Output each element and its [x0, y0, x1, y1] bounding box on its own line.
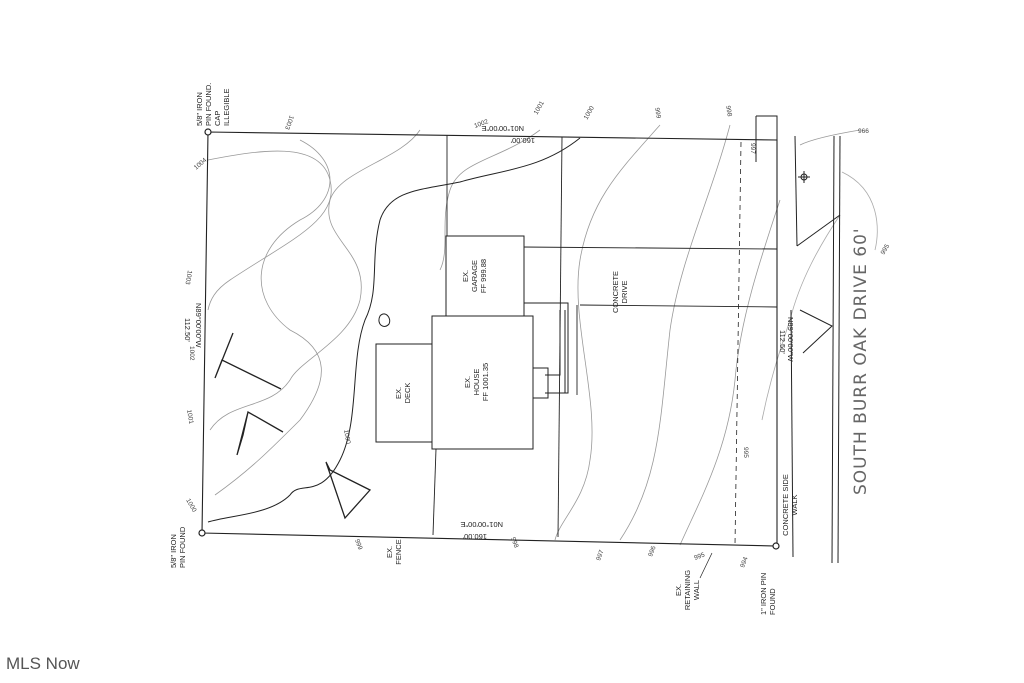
- driveway-top-edge: [521, 246, 778, 250]
- contour-label-997b: 997: [595, 549, 605, 562]
- contour-label-1002a: 1002: [473, 118, 489, 130]
- contour-label-998a: 998: [724, 105, 733, 117]
- contour-1001: [439, 129, 541, 271]
- contour-label-1004: 1004: [193, 157, 209, 172]
- contour-995-right: [841, 171, 878, 251]
- drive-label-2: DRIVE: [620, 281, 629, 304]
- contour-999: [554, 124, 661, 541]
- walk-inner: [545, 310, 561, 376]
- curb-diagonal: [796, 214, 841, 247]
- contour-lines-right: [761, 171, 878, 421]
- pin-top-left-line-2: PIN FOUND.: [204, 83, 213, 126]
- fence-label-1: EX.: [385, 546, 394, 558]
- contour-998: [619, 124, 731, 541]
- house-label-2: HOUSE: [472, 369, 481, 396]
- fence-line: [432, 448, 437, 536]
- contour-label-995a: 995: [880, 243, 892, 256]
- pond-shape: [378, 313, 391, 327]
- contour-label-998b: 998: [509, 536, 519, 549]
- top-bearing: N01°00'00"E: [481, 124, 524, 133]
- pin-bottom-left-line-2: PIN FOUND: [178, 526, 187, 568]
- garage-label-1: EX.: [461, 270, 470, 282]
- road-edge-1: [831, 135, 835, 564]
- wall-label-3: WALL: [692, 580, 701, 600]
- house-label-3: FF 1001.35: [481, 363, 490, 401]
- contour-label-995b: 995: [742, 447, 749, 458]
- pin-bottom-left-line-1: 5/8" IRON: [169, 534, 178, 568]
- road-label: SOUTH BURR OAK DRIVE 60': [851, 227, 871, 495]
- house-label-1: EX.: [463, 376, 472, 388]
- pin-bottom-right-line-2: FOUND: [768, 588, 777, 615]
- left-distance: 112.50': [183, 318, 192, 342]
- sidewalk-edge: [790, 309, 794, 558]
- contour-label-966: 966: [858, 128, 869, 135]
- feature-zigzag-1: [214, 332, 282, 390]
- contour-label-1000a: 1000: [583, 105, 596, 121]
- pin-top-left-line-1: 5/8" IRON: [195, 92, 204, 126]
- contour-label-999b: 999: [353, 538, 363, 551]
- road-edge-2: [837, 135, 841, 564]
- bottom-bearing: N01°00'00"E: [460, 520, 503, 529]
- wall-label-2: RETAINING: [683, 570, 692, 610]
- contour-label-1000b: 1000: [342, 429, 351, 445]
- curb-top: [794, 135, 798, 247]
- hydrant-icon: [798, 171, 810, 183]
- setback-line: [734, 141, 742, 546]
- pin-top-left-line-4: ILLEGIBLE: [222, 88, 231, 126]
- contour-label-997a: 997: [749, 143, 756, 154]
- wall-leader: [699, 552, 713, 579]
- bottom-distance: 160.00': [462, 532, 487, 541]
- wall-label-1: EX.: [674, 584, 683, 596]
- sidewalk-label-1: CONCRETE SIDE: [781, 474, 790, 536]
- right-distance: 112.50': [778, 330, 787, 354]
- walk-outline: [524, 302, 569, 394]
- feature-zigzag-3: [325, 461, 372, 520]
- house-bump: [532, 316, 549, 449]
- contour-997: [679, 199, 781, 546]
- contour-label-1002b: 1002: [188, 346, 195, 361]
- contour-label-995c: 995: [693, 551, 706, 561]
- contour-label-999a: 999: [653, 107, 662, 119]
- contour-label-1001b: 1001: [185, 409, 194, 425]
- curb-notch: [799, 309, 833, 354]
- driveway-bottom-edge: [579, 304, 778, 308]
- fence-label-2: FENCE: [394, 539, 403, 564]
- contour-label-1000c: 1000: [184, 498, 197, 514]
- contour-label-1003b: 1003: [183, 270, 192, 286]
- iron-pin-bottom-right: [772, 542, 780, 550]
- contour-1004: [207, 150, 332, 311]
- deck-label-1: EX.: [394, 387, 403, 399]
- contour-label-1003a: 1003: [283, 114, 295, 130]
- left-bearing: N89°00'00"W: [194, 303, 203, 349]
- contour-label-994: 994: [739, 556, 749, 569]
- garage-label-2: GARAGE: [470, 260, 479, 292]
- contour-1000: [207, 137, 581, 523]
- contour-996-right: [761, 214, 841, 421]
- pin-top-left-line-3: CAP: [213, 111, 222, 126]
- right-bearing: N89°00'00"W: [786, 317, 795, 363]
- wall-top: [756, 115, 778, 140]
- iron-pin-bottom-left: [198, 529, 206, 537]
- deck-footprint: [375, 343, 437, 443]
- deck-label-2: DECK: [403, 383, 412, 404]
- pin-bottom-right-line-1: 1" IRON PIN: [759, 573, 768, 615]
- mls-watermark: MLS Now: [6, 654, 80, 673]
- iron-pin-top-left: [204, 128, 212, 136]
- drive-label-1: CONCRETE: [611, 271, 620, 313]
- top-distance: 160.00': [510, 136, 535, 145]
- contour-1002: [209, 129, 421, 431]
- feature-zigzag-2: [236, 410, 284, 456]
- garage-label-3: FF 999.88: [479, 259, 488, 293]
- sidewalk-label-2: WALK: [790, 495, 799, 516]
- contour-966: [799, 129, 861, 146]
- house-footprint: [431, 315, 534, 450]
- contour-label-996: 996: [647, 545, 657, 558]
- garage-footprint: [445, 235, 525, 317]
- contour-lines: [207, 124, 861, 546]
- contour-1003: [214, 139, 331, 496]
- contour-label-1001a: 1001: [533, 100, 546, 116]
